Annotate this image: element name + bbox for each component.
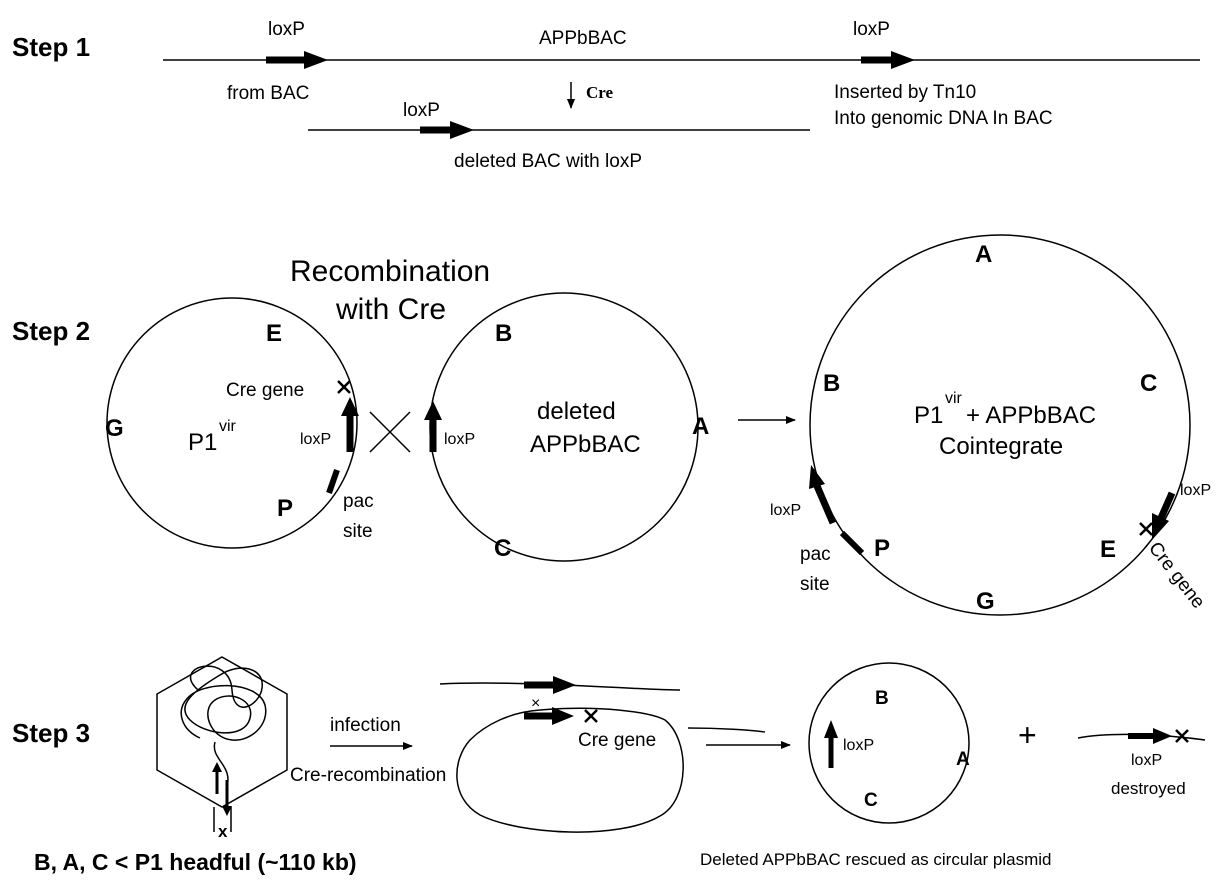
coint-cre-gene-mark	[1139, 522, 1153, 536]
coint-p1: P1	[914, 402, 943, 429]
p1-loxp-label: loxP	[300, 431, 331, 448]
incoming-loxp-arrow	[524, 676, 576, 694]
inserted-line1: Inserted by Tn10	[834, 82, 976, 103]
deleted-bac-caption: deleted BAC with loxP	[454, 151, 642, 172]
coint-loxp-right-arrow	[1152, 491, 1176, 540]
loxp-deleted-label: loxP	[403, 100, 440, 121]
infection-label: infection	[330, 715, 401, 736]
destroyed-cre-mark	[1175, 729, 1189, 743]
host-cre-gene-mark	[584, 709, 598, 723]
rescued-loxp-arrow	[824, 720, 838, 768]
coint-sup: vir	[945, 390, 963, 407]
p1-label-e: E	[266, 320, 282, 347]
coint-loxp-right-label: loxP	[1180, 482, 1211, 499]
coint-label-b: B	[823, 370, 840, 397]
deleted-loxp-arrow	[424, 401, 442, 452]
deleted-label-b: B	[495, 320, 512, 347]
rescued-label-a: A	[956, 749, 970, 770]
coint-label-g: G	[976, 588, 995, 615]
p1-label-g: G	[105, 415, 124, 442]
p1-pac-site-mark	[326, 469, 340, 494]
cre-recombination-label: Cre-recombination	[290, 765, 446, 786]
p1-vir-circle: E G P Cre gene loxP P1 vir pac site	[105, 297, 374, 549]
cre-label: Cre	[586, 83, 614, 102]
coint-label-a: A	[975, 241, 992, 268]
coint-label-e: E	[1100, 536, 1116, 563]
incoming-dna-line	[439, 682, 681, 691]
deleted-label-c: C	[494, 535, 511, 562]
p1-name: P1	[188, 429, 217, 456]
p1-cre-gene-label: Cre gene	[226, 380, 304, 401]
coint-loxp-left-arrow	[809, 465, 837, 525]
rescued-label-b: B	[875, 688, 889, 709]
plus-sign: +	[1018, 717, 1037, 753]
phage-tail	[212, 762, 232, 832]
deleted-loxp-label: loxP	[444, 431, 475, 448]
host-loxp-arrow	[524, 707, 574, 725]
deleted-line2: APPbBAC	[530, 431, 641, 458]
coint-cre-gene-label: Cre gene	[1144, 538, 1209, 613]
step1-label: Step 1	[12, 32, 90, 62]
crossover-mark	[369, 411, 411, 453]
appbbac-title: APPbBAC	[539, 28, 627, 49]
coint-loxp-left-label: loxP	[770, 502, 801, 519]
loxp-right-label: loxP	[853, 19, 890, 40]
p1-label-p: P	[277, 495, 293, 522]
destroyed-dna: loxP destroyed	[1077, 728, 1206, 798]
coint-pac-line2: site	[800, 574, 830, 595]
coint-line2: Cointegrate	[939, 433, 1063, 460]
step2-label: Step 2	[12, 316, 90, 346]
coint-pac-line1: pac	[800, 544, 831, 565]
step3-label: Step 3	[12, 718, 90, 748]
p1-pac-line2: site	[343, 521, 373, 542]
p1-cre-gene-mark	[337, 380, 351, 394]
crossover-small-x: ×	[531, 695, 540, 712]
coint-pac-site-mark	[839, 530, 865, 556]
host-cre-gene-label: Cre gene	[578, 730, 656, 751]
destroyed-loxp-label: loxP	[1131, 752, 1162, 769]
loxp-arrow-left	[266, 51, 328, 69]
coint-label-c: C	[1140, 370, 1157, 397]
coint-label-p: P	[874, 535, 890, 562]
headful-note: B, A, C < P1 headful (~110 kb)	[34, 849, 357, 875]
coint-plus-app: + APPbBAC	[966, 402, 1096, 429]
deleted-appbbac-circle: B A C loxP deleted APPbBAC	[424, 292, 709, 562]
p1-pac-line1: pac	[343, 491, 374, 512]
host-cell: × Cre gene	[439, 676, 766, 833]
destroyed-label: destroyed	[1111, 779, 1186, 798]
p1-sup: vir	[219, 418, 237, 435]
recombination-line2: with Cre	[335, 293, 446, 326]
loxp-arrow-right	[861, 51, 915, 69]
step1-section: Step 1 loxP from BAC APPbBAC Cre loxP In…	[12, 19, 1200, 172]
inserted-line2: Into genomic DNA In BAC	[834, 108, 1053, 129]
phage-head	[156, 656, 288, 808]
cointegrate-circle: A B C P E G P1 vir + APPbBAC Cointegrate…	[770, 234, 1211, 616]
phage-tail-x: x	[218, 822, 228, 841]
recombination-line1: Recombination	[290, 255, 490, 288]
from-bac-label: from BAC	[227, 83, 309, 104]
deleted-line1: deleted	[537, 398, 616, 425]
p1-loxp-arrow	[341, 397, 359, 452]
loxp-arrow-deleted	[420, 121, 474, 139]
rescued-caption: Deleted APPbBAC rescued as circular plas…	[700, 850, 1052, 869]
rescued-loxp-label: loxP	[843, 737, 874, 754]
deleted-label-a: A	[692, 413, 709, 440]
step3-section: Step 3 x infection Cre-recombination	[12, 656, 1206, 875]
step2-section: Step 2 Recombination with Cre E G P Cre …	[12, 234, 1211, 616]
rescued-plasmid-circle: B A C loxP	[808, 662, 970, 824]
loxp-left-label: loxP	[268, 19, 305, 40]
destroyed-loxp-arrow	[1128, 728, 1172, 744]
rescued-label-c: C	[864, 790, 878, 811]
